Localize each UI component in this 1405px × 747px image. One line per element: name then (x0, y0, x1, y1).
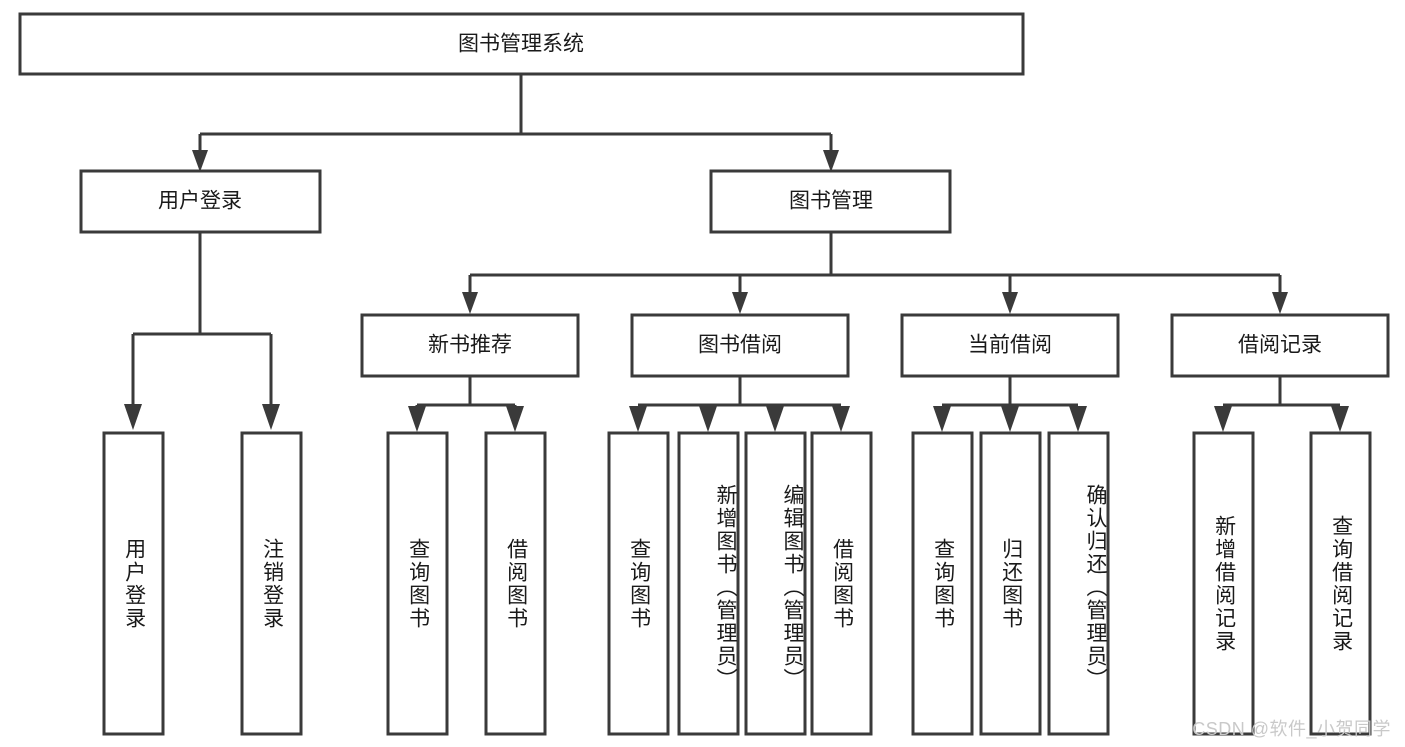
leaf-return-book-box[interactable] (979, 431, 1042, 736)
leaf-borrow-book-1-label: 借阅图书 (504, 537, 528, 630)
node-book-management-label: 图书管理 (789, 190, 873, 213)
root-node-book-management-system[interactable]: 图书管理系统 (18, 12, 1025, 76)
leaf-query-book-3-label: 查询图书 (931, 537, 955, 630)
node-current-borrow[interactable]: 当前借阅 (900, 313, 1120, 378)
leaf-query-book-1-box[interactable] (386, 431, 449, 736)
arrow-current-borrow-leaf-2 (1001, 406, 1019, 432)
leaf-query-book-2-label: 查询图书 (627, 537, 651, 630)
node-book-management[interactable]: 图书管理 (709, 169, 952, 234)
leaf-borrow-book-2-label: 借阅图书 (830, 537, 854, 630)
node-book-borrow-label: 图书借阅 (698, 334, 782, 357)
arrow-bm-current-borrow (1002, 292, 1018, 314)
watermark-text: CSDN @软件_小贺同学 (1192, 719, 1391, 739)
node-current-borrow-label: 当前借阅 (968, 334, 1052, 357)
leaf-query-book-1-label: 查询图书 (406, 537, 430, 630)
node-current-borrow-box[interactable] (900, 313, 1120, 378)
leaf-query-book-2-box[interactable] (607, 431, 670, 736)
node-borrow-record[interactable]: 借阅记录 (1170, 313, 1390, 378)
leaf-user-login-label: 用户登录 (122, 537, 146, 630)
node-new-book-box[interactable] (360, 313, 580, 378)
leaf-user-login-box[interactable] (102, 431, 165, 736)
leaf-add-borrow-record-box[interactable] (1192, 431, 1255, 736)
root-node-label: 图书管理系统 (458, 33, 584, 56)
node-book-borrow[interactable]: 图书借阅 (630, 313, 850, 378)
arrow-current-borrow-leaf-1 (933, 406, 951, 432)
arrow-root-to-user-login (192, 150, 208, 172)
arrow-new-book-leaf-2 (506, 406, 524, 432)
leaf-add-borrow-record-label: 新增借阅记录 (1212, 514, 1236, 653)
root-node-box[interactable] (18, 12, 1025, 76)
leaf-edit-book-admin-label: 编辑图书（管理员） (781, 484, 804, 691)
node-user-login[interactable]: 用户登录 (79, 169, 322, 234)
leaf-edit-book-admin-box[interactable] (744, 431, 807, 736)
arrow-book-borrow-leaf-3 (766, 406, 784, 432)
leaf-logout-box[interactable] (240, 431, 303, 736)
leaf-confirm-return-admin-box[interactable] (1047, 431, 1110, 736)
leaf-add-book-admin-box[interactable] (677, 431, 740, 736)
node-user-login-box[interactable] (79, 169, 322, 234)
node-new-book-recommendation[interactable]: 新书推荐 (360, 313, 580, 378)
leaf-confirm-return-admin-label: 确认归还（管理员） (1084, 484, 1107, 691)
leaf-add-book-admin-label: 新增图书（管理员） (714, 484, 737, 691)
node-user-login-label: 用户登录 (158, 190, 242, 213)
leaf-return-book-label: 归还图书 (999, 537, 1023, 630)
leaf-query-book-3-box[interactable] (911, 431, 974, 736)
leaf-borrow-book-1-box[interactable] (484, 431, 547, 736)
arrow-borrow-record-leaf-2 (1331, 406, 1349, 432)
arrow-new-book-leaf-1 (408, 406, 426, 432)
arrow-bm-borrow-record (1272, 292, 1288, 314)
node-borrow-record-box[interactable] (1170, 313, 1390, 378)
arrow-bm-new-book (462, 292, 478, 314)
leaf-query-borrow-record-label: 查询借阅记录 (1329, 514, 1353, 653)
arrow-bm-book-borrow (732, 292, 748, 314)
arrow-borrow-record-leaf-1 (1214, 406, 1232, 432)
arrow-book-borrow-leaf-1 (629, 406, 647, 432)
node-book-borrow-box[interactable] (630, 313, 850, 378)
arrow-book-borrow-leaf-4 (832, 406, 850, 432)
node-new-book-label: 新书推荐 (428, 334, 512, 357)
leaf-query-borrow-record-box[interactable] (1309, 431, 1372, 736)
leaf-logout-label: 注销登录 (260, 537, 284, 630)
leaf-borrow-book-2-box[interactable] (810, 431, 873, 736)
arrow-user-login-leaf-1 (124, 404, 142, 430)
node-borrow-record-label: 借阅记录 (1238, 334, 1322, 357)
node-book-management-box[interactable] (709, 169, 952, 234)
arrow-root-to-book-management (823, 150, 839, 172)
connector-group (124, 74, 1349, 432)
arrow-current-borrow-leaf-3 (1069, 406, 1087, 432)
arrow-book-borrow-leaf-2 (699, 406, 717, 432)
arrow-user-login-leaf-2 (262, 404, 280, 430)
